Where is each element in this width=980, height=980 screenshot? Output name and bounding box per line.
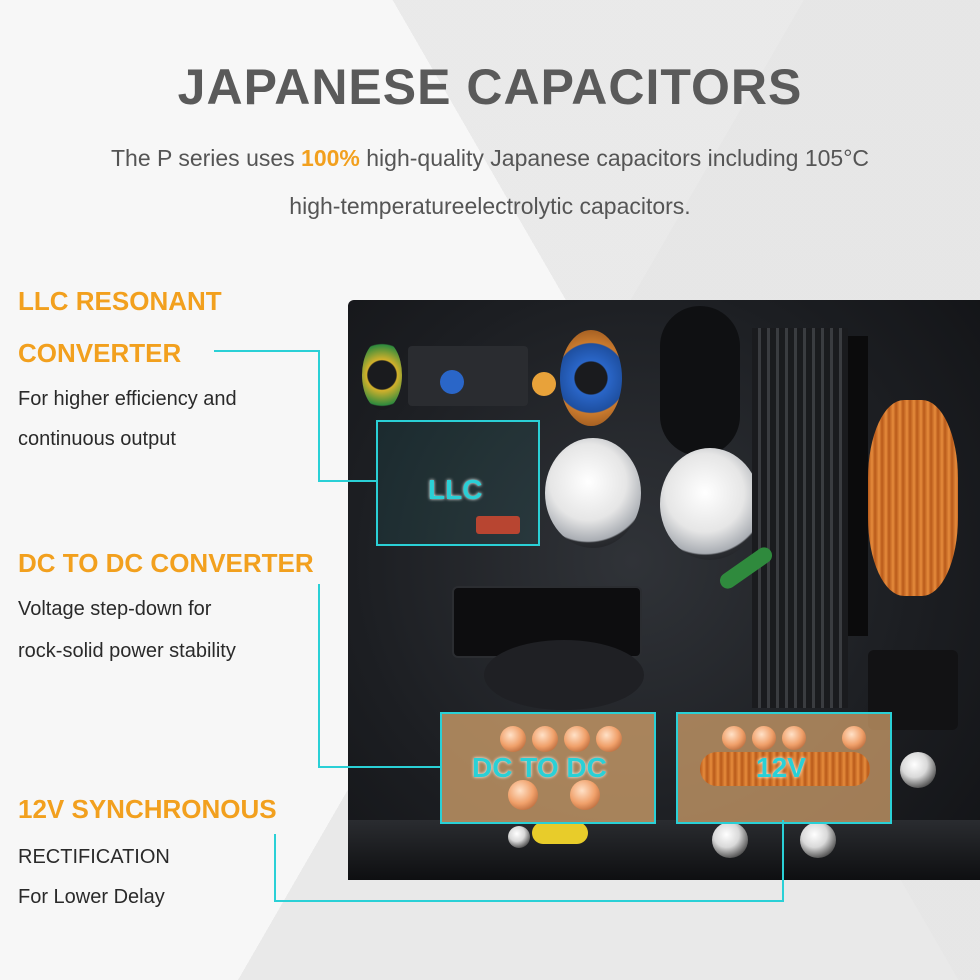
12v-cap-2	[752, 726, 776, 750]
page-title: JAPANESE CAPACITORS	[177, 59, 803, 115]
feature-12v-desc-2: For Lower Delay	[18, 886, 165, 908]
toroid-coil	[560, 330, 622, 426]
llc-connector-h1	[214, 350, 320, 352]
bulk-capacitor-2	[660, 448, 760, 560]
12v-cap-3	[782, 726, 806, 750]
feature-llc-desc-1: For higher efficiency and	[18, 388, 237, 410]
subtitle-line-2: high-temperatureelectrolytic capacitors.	[289, 193, 691, 219]
dcdc-connector-v	[318, 584, 320, 768]
dcdc-cap-3	[564, 726, 590, 752]
subtitle-suffix: high-quality Japanese capacitors includi…	[359, 145, 869, 171]
dcdc-cap-5	[508, 780, 538, 810]
dcdc-cap-1	[500, 726, 526, 752]
feature-llc-title-1: LLC RESONANT	[18, 286, 222, 316]
dcdc-connector-h	[318, 766, 442, 768]
llc-callout-label: LLC	[428, 474, 483, 505]
subtitle-prefix: The P series uses	[110, 145, 302, 171]
input-inductor	[362, 340, 402, 410]
12v-cap-1	[722, 726, 746, 750]
llc-connector-v	[318, 350, 320, 482]
12v-connector-h	[274, 900, 784, 902]
dcdc-cap-2	[532, 726, 558, 752]
subtitle-highlight: 100%	[301, 145, 360, 171]
12v-callout-label: 12V	[756, 752, 806, 783]
feature-12v-title: 12V SYNCHRONOUS	[18, 794, 277, 824]
copper-transformer	[868, 400, 958, 596]
heatsink-bar	[848, 336, 868, 636]
yellow-capacitor	[532, 822, 588, 844]
output-cap-2	[800, 822, 836, 858]
orange-capacitor	[532, 372, 556, 396]
pcb-edge	[348, 820, 980, 880]
12v-cap-4	[842, 726, 866, 750]
subtitle-line-1: The P series uses 100% high-quality Japa…	[0, 146, 980, 170]
12v-connector-v2	[782, 820, 784, 902]
output-cap-3	[900, 752, 936, 788]
llc-connector-h2	[318, 480, 378, 482]
feature-llc-desc-2: continuous output	[18, 428, 176, 450]
emi-filter	[408, 346, 528, 406]
dcdc-callout-label: DC TO DC	[472, 752, 607, 783]
resistor	[476, 516, 520, 534]
feature-llc-title-2: CONVERTER	[18, 338, 182, 368]
12v-connector-v1	[274, 834, 276, 902]
pfc-inductor	[660, 306, 740, 456]
output-cap-4	[508, 826, 530, 848]
heatsink	[752, 328, 848, 708]
12v-coil	[700, 752, 870, 786]
dcdc-cap-4	[596, 726, 622, 752]
feature-dcdc-desc-1: Voltage step-down for	[18, 598, 212, 620]
feature-12v-desc-1: RECTIFICATION	[18, 846, 170, 868]
bulk-capacitor-1	[545, 438, 641, 548]
feature-dcdc-title: DC TO DC CONVERTER	[18, 548, 314, 578]
blue-capacitor	[440, 370, 464, 394]
feature-dcdc-desc-2: rock-solid power stability	[18, 640, 236, 662]
fan-hub	[484, 640, 644, 710]
dcdc-cap-6	[570, 780, 600, 810]
llc-highlight-box	[376, 420, 540, 546]
output-cap-1	[712, 822, 748, 858]
